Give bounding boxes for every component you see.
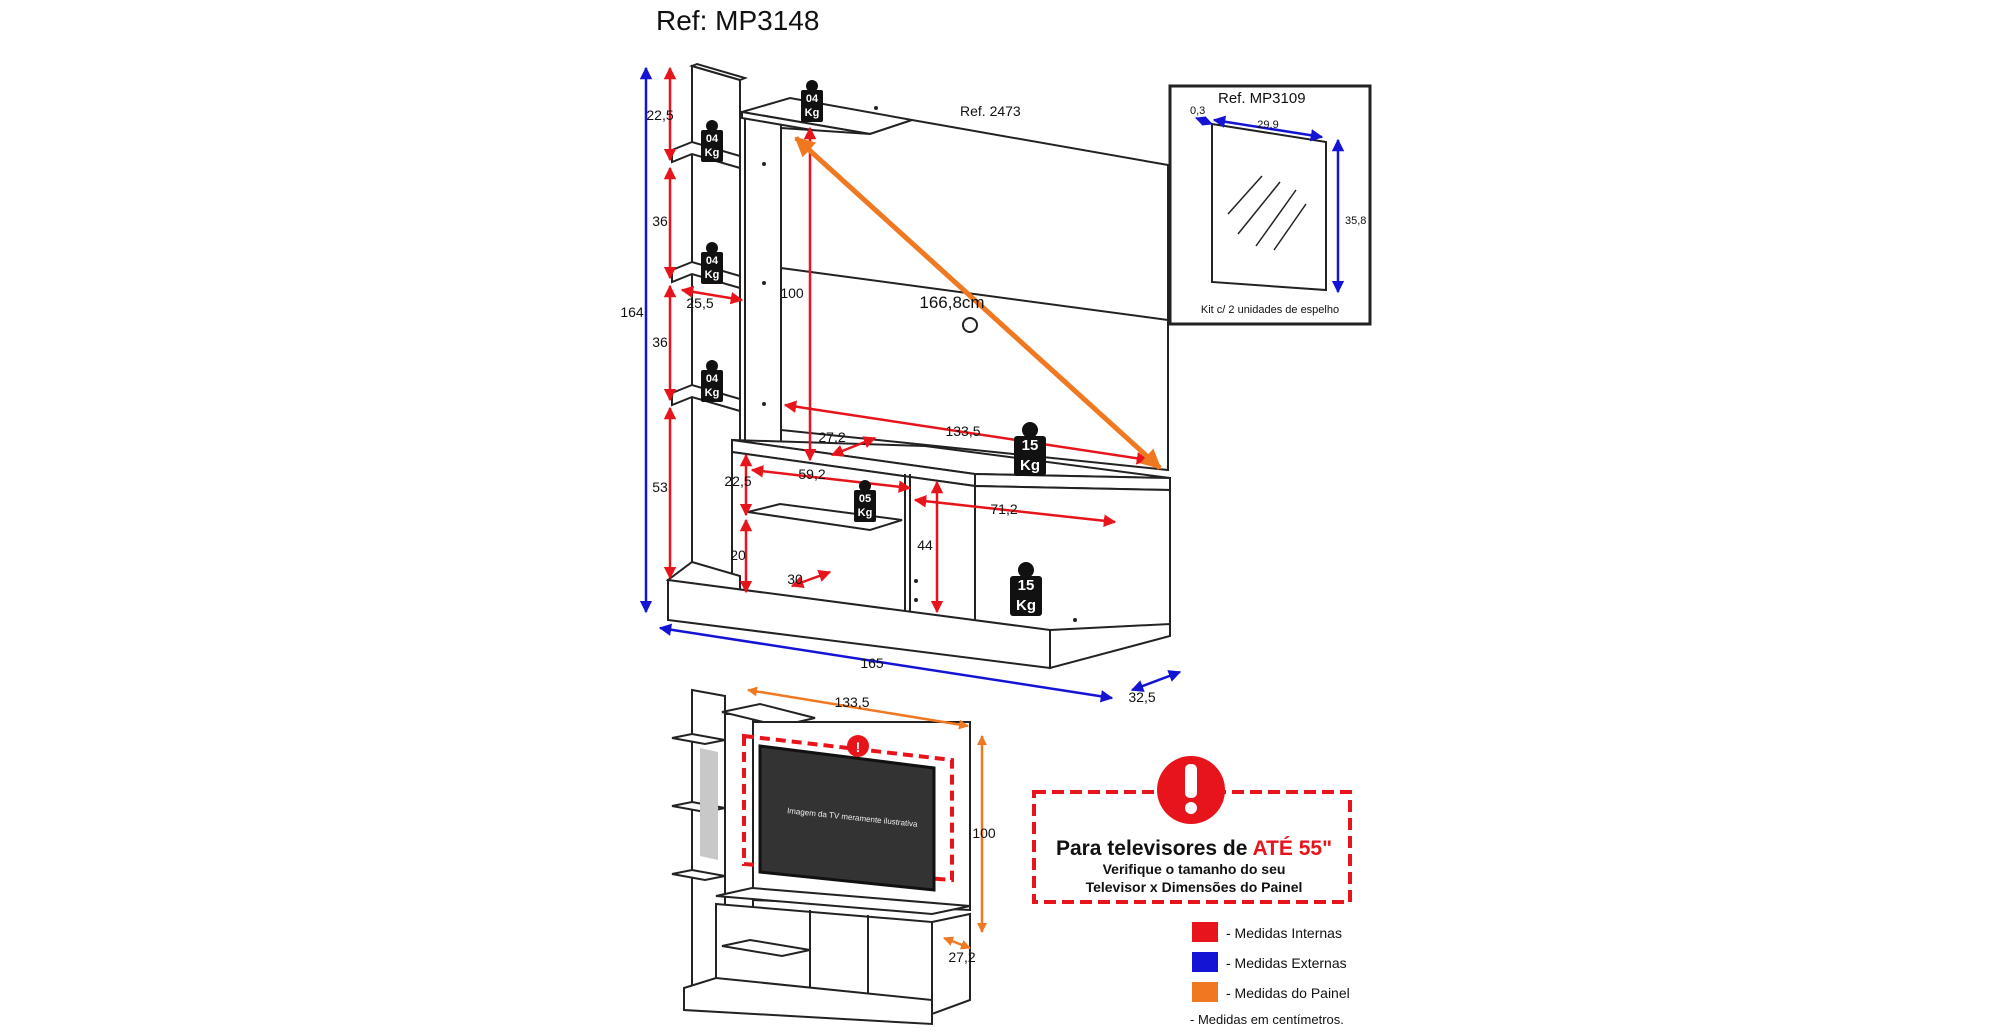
svg-text:04: 04 bbox=[706, 373, 719, 385]
sec-panel-height: 100 bbox=[972, 825, 996, 841]
legend-swatch-external bbox=[1192, 952, 1218, 972]
dim-shelf-depth: 25,5 bbox=[686, 295, 713, 311]
weight-niche: 05 Kg bbox=[854, 480, 876, 522]
secondary-dims: 133,5 100 27,2 bbox=[747, 686, 996, 965]
dimension-labels: 22,5 36 36 53 164 25,5 100 166,8cm Ref. … bbox=[620, 103, 1156, 705]
weight-shelf-top: 04 Kg bbox=[801, 80, 823, 122]
tv-warning-icon: ! bbox=[856, 739, 861, 755]
tv-illustration: Imagem da TV meramente ilustrativa ! bbox=[742, 733, 954, 892]
dim-door-height: 44 bbox=[917, 537, 933, 553]
svg-text:04: 04 bbox=[706, 133, 719, 145]
dim-niche-height: 22,5 bbox=[724, 473, 751, 489]
dim-depth-total: 32,5 bbox=[1128, 689, 1155, 705]
main-furniture bbox=[665, 62, 1171, 670]
panel-ref: Ref. 2473 bbox=[960, 103, 1021, 119]
legend: - Medidas Internas - Medidas Externas - … bbox=[1190, 922, 1350, 1027]
mirror-note: Kit c/ 2 unidades de espelho bbox=[1201, 304, 1339, 316]
dim-rack-depth: 27,2 bbox=[818, 429, 845, 445]
dim-niche-depth: 30 bbox=[787, 571, 803, 587]
svg-text:Kg: Kg bbox=[858, 507, 873, 519]
mirror-box: Ref. MP3109 0,3 29,9 35,8 Kit c/ 2 unida… bbox=[1168, 84, 1372, 326]
sec-panel-width: 133,5 bbox=[834, 694, 869, 710]
legend-label-internal: - Medidas Internas bbox=[1226, 925, 1342, 941]
dim-top-gap: 22,5 bbox=[646, 107, 673, 123]
mirror-height: 35,8 bbox=[1345, 215, 1366, 227]
dim-panel-width: 133,5 bbox=[945, 423, 980, 439]
svg-text:05: 05 bbox=[859, 493, 871, 505]
weight-shelf-1: 04 Kg bbox=[701, 120, 723, 162]
dim-niche-lower: 20 bbox=[730, 547, 746, 563]
dim-inner-right: 71,2 bbox=[990, 501, 1017, 517]
legend-label-panel: - Medidas do Painel bbox=[1226, 985, 1350, 1001]
warning-icon bbox=[1185, 764, 1197, 798]
warning-line3: Televisor x Dimensões do Painel bbox=[1086, 879, 1303, 895]
weight-shelf-2: 04 Kg bbox=[701, 242, 723, 284]
mirror-ref: Ref. MP3109 bbox=[1218, 90, 1306, 107]
svg-text:Kg: Kg bbox=[705, 147, 720, 159]
mirror-width: 29,9 bbox=[1257, 119, 1278, 131]
svg-text:Kg: Kg bbox=[705, 269, 720, 281]
svg-text:Kg: Kg bbox=[805, 107, 820, 119]
weight-shelf-3: 04 Kg bbox=[701, 360, 723, 402]
svg-text:04: 04 bbox=[706, 255, 719, 267]
mirror-thickness: 0,3 bbox=[1190, 105, 1205, 117]
dim-shelf-gap-2: 36 bbox=[652, 334, 668, 350]
svg-text:Kg: Kg bbox=[1016, 597, 1036, 614]
sec-depth: 27,2 bbox=[948, 949, 975, 965]
legend-swatch-internal bbox=[1192, 922, 1218, 942]
svg-text:Kg: Kg bbox=[1020, 457, 1040, 474]
dim-height-total: 164 bbox=[620, 304, 644, 320]
svg-text:15: 15 bbox=[1018, 577, 1035, 594]
svg-text:15: 15 bbox=[1022, 437, 1039, 454]
warning-line1: Para televisores de ATÉ 55" bbox=[1056, 837, 1332, 860]
page-title: Ref: MP3148 bbox=[656, 5, 819, 36]
dim-lower-gap: 53 bbox=[652, 479, 668, 495]
warning-box: Para televisores de ATÉ 55" Verifique o … bbox=[1032, 756, 1352, 904]
dim-diagonal: 166,8cm bbox=[919, 293, 984, 312]
dim-inner-left: 59,2 bbox=[798, 466, 825, 482]
dim-panel-height: 100 bbox=[780, 285, 804, 301]
legend-footnote: - Medidas em centímetros. bbox=[1190, 1012, 1344, 1027]
weight-bottom: 15 Kg bbox=[1010, 562, 1042, 616]
legend-label-external: - Medidas Externas bbox=[1226, 955, 1347, 971]
svg-text:Kg: Kg bbox=[705, 387, 720, 399]
dimension-lines bbox=[639, 66, 1182, 703]
svg-text:04: 04 bbox=[806, 93, 819, 105]
dim-width-total: 165 bbox=[860, 655, 884, 671]
legend-swatch-panel bbox=[1192, 982, 1218, 1002]
dim-shelf-gap-1: 36 bbox=[652, 213, 668, 229]
weight-tags: 04 Kg 04 Kg 04 Kg 04 Kg 15 Kg 05 Kg bbox=[701, 80, 1046, 616]
weight-rack-top: 15 Kg bbox=[1014, 422, 1046, 476]
warning-line2: Verifique o tamanho do seu bbox=[1103, 861, 1286, 877]
